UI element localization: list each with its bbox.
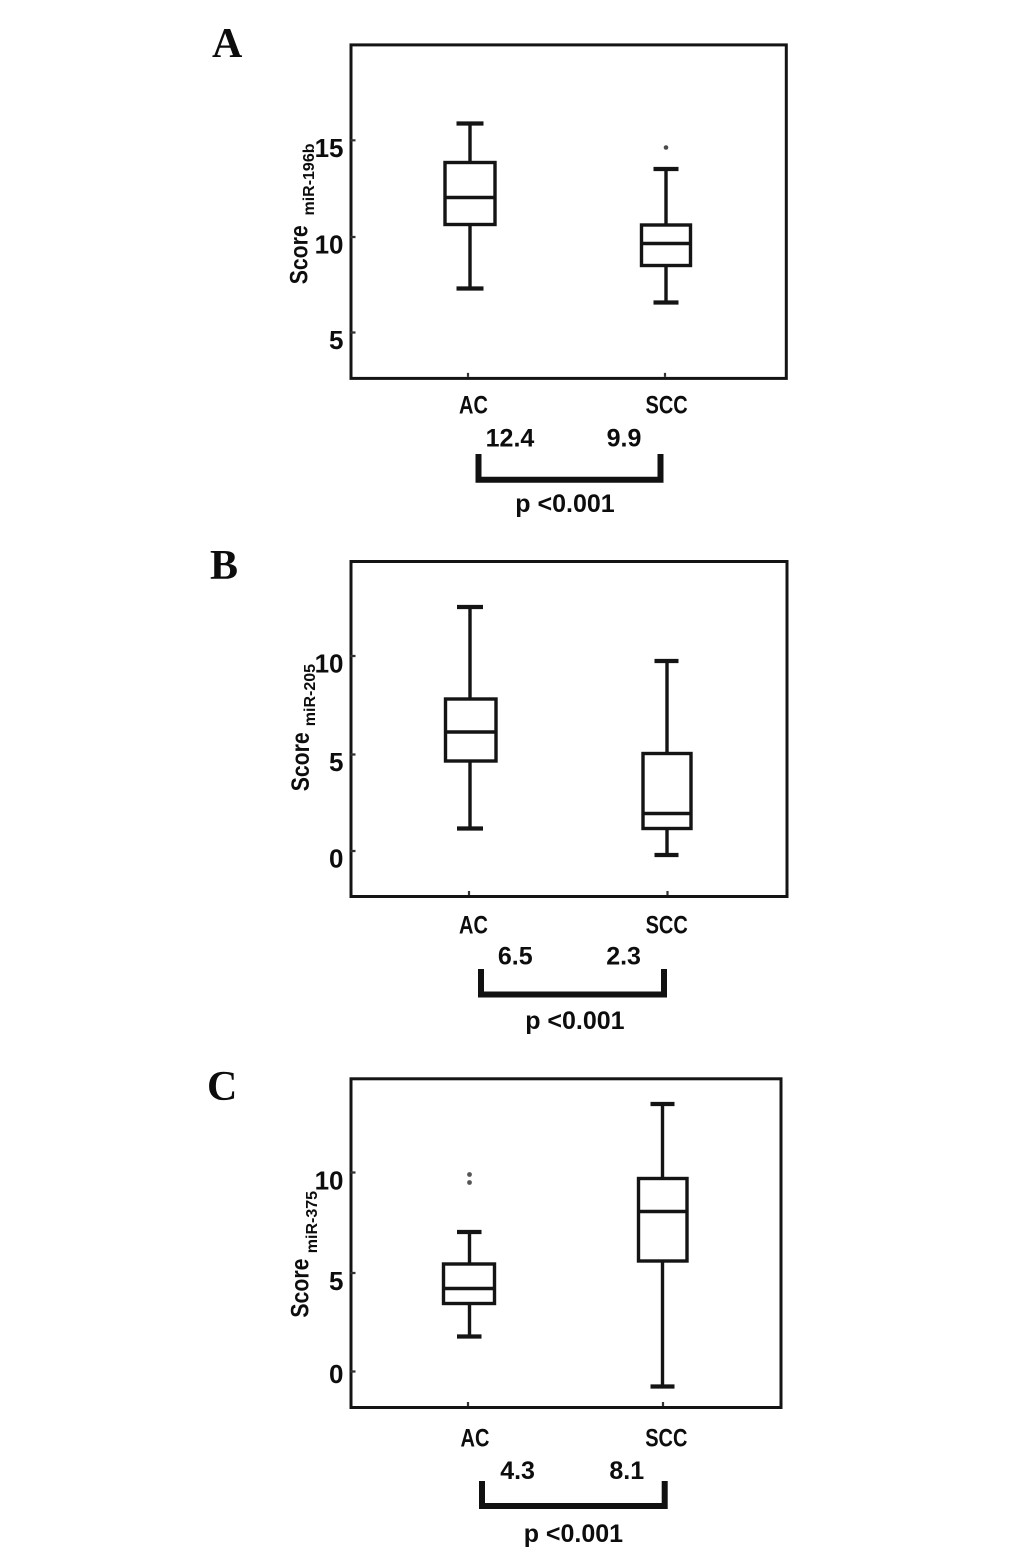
svg-text:5: 5 <box>329 747 343 777</box>
svg-text:AC: AC <box>459 911 488 939</box>
svg-text:8.1: 8.1 <box>609 1457 644 1485</box>
svg-text:2.3: 2.3 <box>606 943 641 971</box>
svg-text:p <0.001: p <0.001 <box>515 490 614 518</box>
svg-text:miR-205: miR-205 <box>302 664 319 726</box>
svg-text:miR-375: miR-375 <box>304 1191 321 1253</box>
svg-text:4.3: 4.3 <box>500 1457 535 1485</box>
svg-text:15: 15 <box>315 133 344 163</box>
svg-text:12.4: 12.4 <box>486 425 535 453</box>
svg-text:AC: AC <box>459 391 488 419</box>
svg-text:C: C <box>207 1064 237 1110</box>
svg-text:Score: Score <box>286 732 314 791</box>
svg-text:9.9: 9.9 <box>607 425 642 453</box>
svg-text:AC: AC <box>461 1424 490 1452</box>
svg-text:Score: Score <box>285 225 313 284</box>
svg-text:10: 10 <box>315 230 344 260</box>
svg-text:SCC: SCC <box>646 911 688 939</box>
svg-text:p <0.001: p <0.001 <box>524 1520 623 1548</box>
svg-text:6.5: 6.5 <box>498 943 533 971</box>
svg-text:SCC: SCC <box>645 1424 687 1452</box>
svg-text:p <0.001: p <0.001 <box>525 1007 624 1035</box>
svg-text:5: 5 <box>329 325 343 355</box>
svg-text:miR-196b: miR-196b <box>301 143 318 215</box>
svg-text:0: 0 <box>329 1359 343 1389</box>
svg-text:B: B <box>210 543 238 589</box>
svg-text:Score: Score <box>286 1258 314 1317</box>
svg-text:10: 10 <box>315 649 344 679</box>
svg-text:A: A <box>212 21 243 67</box>
svg-text:0: 0 <box>329 844 343 874</box>
svg-text:5: 5 <box>329 1266 343 1296</box>
svg-text:SCC: SCC <box>645 391 687 419</box>
svg-text:10: 10 <box>315 1166 344 1196</box>
